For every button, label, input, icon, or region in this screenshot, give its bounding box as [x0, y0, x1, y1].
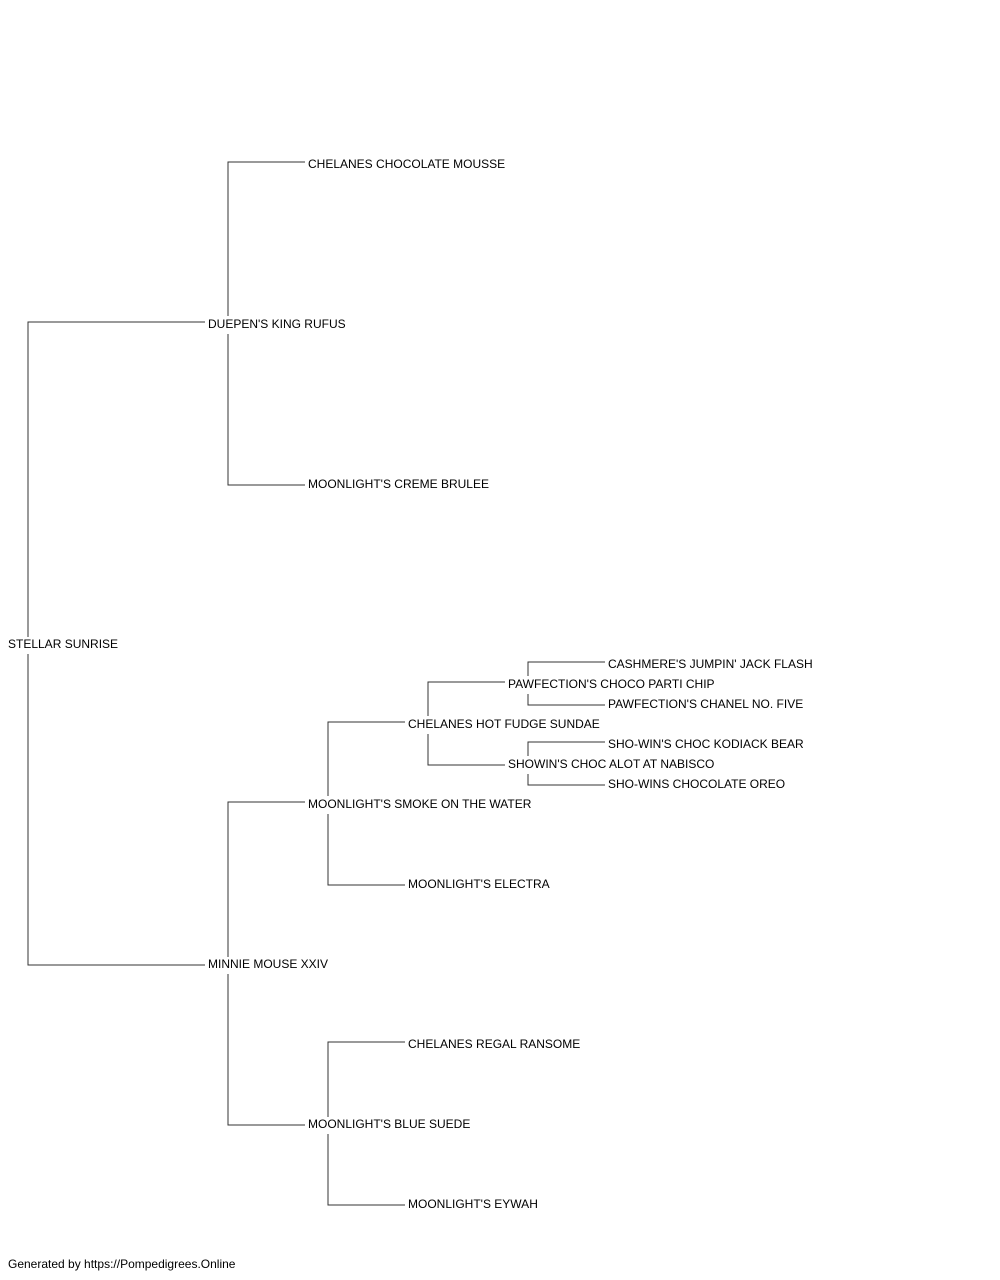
dam-sire-name: MOONLIGHT'S SMOKE ON THE WATER — [308, 797, 533, 811]
connector-dam-dam — [227, 974, 305, 1126]
sire-sire-name: CHELANES CHOCOLATE MOUSSE — [308, 157, 507, 171]
dam-sire-dam-name: MOONLIGHT'S ELECTRA — [408, 877, 551, 891]
dam-name: MINNIE MOUSE XXIV — [208, 957, 330, 971]
dam-sire-sire-sire-sire-name: CASHMERE'S JUMPIN' JACK FLASH — [608, 657, 814, 671]
subject-name: STELLAR SUNRISE — [8, 637, 120, 651]
connector-partichip-dam — [527, 694, 605, 706]
connector-partichip-sire — [527, 661, 605, 676]
dam-sire-sire-dam-sire-name: SHO-WIN'S CHOC KODIACK BEAR — [608, 737, 805, 751]
dam-dam-name: MOONLIGHT'S BLUE SUEDE — [308, 1117, 472, 1131]
connector-subject-sire — [27, 321, 205, 638]
dam-sire-sire-dam-name: SHOWIN'S CHOC ALOT AT NABISCO — [508, 757, 716, 771]
dam-dam-sire-name: CHELANES REGAL RANSOME — [408, 1037, 582, 1051]
connector-smoke-dam — [327, 814, 405, 886]
connector-bluesuede-sire — [327, 1041, 405, 1117]
connector-sire-sire — [227, 161, 305, 316]
dam-sire-sire-sire-dam-name: PAWFECTION'S CHANEL NO. FIVE — [608, 697, 805, 711]
dam-dam-dam-name: MOONLIGHT'S EYWAH — [408, 1197, 539, 1211]
connector-nabisco-sire — [527, 741, 605, 756]
connector-hotfudge-sire — [427, 681, 505, 716]
generator-credit: Generated by https://Pompedigrees.Online — [8, 1257, 236, 1271]
connector-bluesuede-dam — [327, 1134, 405, 1206]
connector-nabisco-dam — [527, 774, 605, 786]
connector-dam-sire — [227, 801, 305, 957]
dam-sire-sire-sire-name: PAWFECTION'S CHOCO PARTI CHIP — [508, 677, 716, 691]
connector-subject-dam — [27, 654, 205, 966]
dam-sire-sire-dam-dam-name: SHO-WINS CHOCOLATE OREO — [608, 777, 787, 791]
dam-sire-sire-name: CHELANES HOT FUDGE SUNDAE — [408, 717, 601, 731]
connector-hotfudge-dam — [427, 734, 505, 766]
connector-sire-dam — [227, 334, 305, 486]
connector-smoke-sire — [327, 721, 405, 796]
sire-dam-name: MOONLIGHT'S CREME BRULEE — [308, 477, 490, 491]
sire-name: DUEPEN'S KING RUFUS — [208, 317, 347, 331]
